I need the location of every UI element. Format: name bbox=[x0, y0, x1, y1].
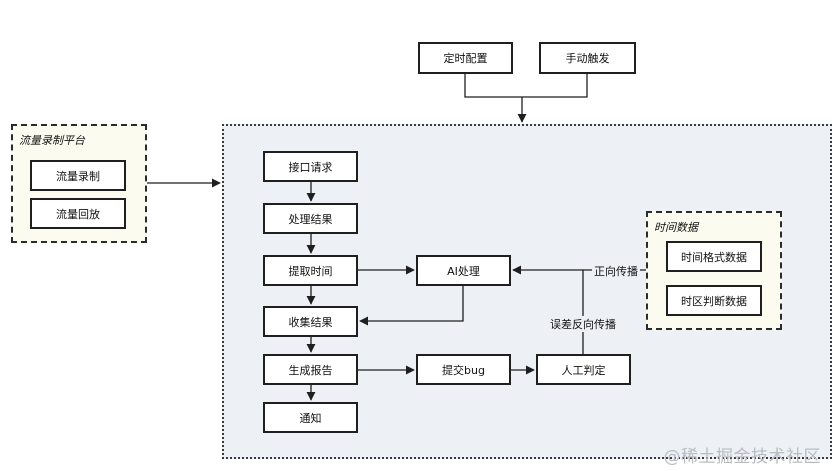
collect-result-node[interactable]: 收集结果 bbox=[263, 306, 358, 337]
edge-judge-to-ai bbox=[512, 265, 584, 354]
manual-judge-node[interactable]: 人工判定 bbox=[536, 354, 631, 385]
notify-node[interactable]: 通知 bbox=[263, 402, 358, 433]
error-backpropagation-label: 误差反向传播 bbox=[548, 316, 618, 332]
traffic-record-node[interactable]: 流量录制 bbox=[30, 160, 126, 191]
generate-report-node[interactable]: 生成报告 bbox=[263, 354, 358, 385]
traffic-replay-node[interactable]: 流量回放 bbox=[30, 198, 126, 229]
forward-propagation-label: 正向传播 bbox=[592, 263, 640, 279]
edge-manual-to-merge bbox=[522, 74, 588, 98]
watermark-text: @稀土掘金技术社区 bbox=[663, 447, 821, 467]
ai-process-node[interactable]: AI处理 bbox=[416, 255, 511, 286]
time-format-data-node[interactable]: 时间格式数据 bbox=[666, 241, 762, 272]
submit-bug-node[interactable]: 提交bug bbox=[416, 354, 511, 385]
edge-scheduled-to-merge bbox=[464, 74, 522, 98]
manual-trigger-node[interactable]: 手动触发 bbox=[539, 42, 636, 74]
edge-ai-to-collect bbox=[359, 286, 464, 326]
process-result-node[interactable]: 处理结果 bbox=[263, 203, 358, 234]
time-data-title: 时间数据 bbox=[654, 221, 698, 234]
api-request-node[interactable]: 接口请求 bbox=[263, 151, 358, 182]
extract-time-node[interactable]: 提取时间 bbox=[263, 255, 358, 286]
timezone-judge-data-node[interactable]: 时区判断数据 bbox=[666, 285, 762, 316]
recording-platform-title: 流量录制平台 bbox=[19, 134, 85, 147]
scheduled-config-node[interactable]: 定时配置 bbox=[418, 42, 513, 74]
